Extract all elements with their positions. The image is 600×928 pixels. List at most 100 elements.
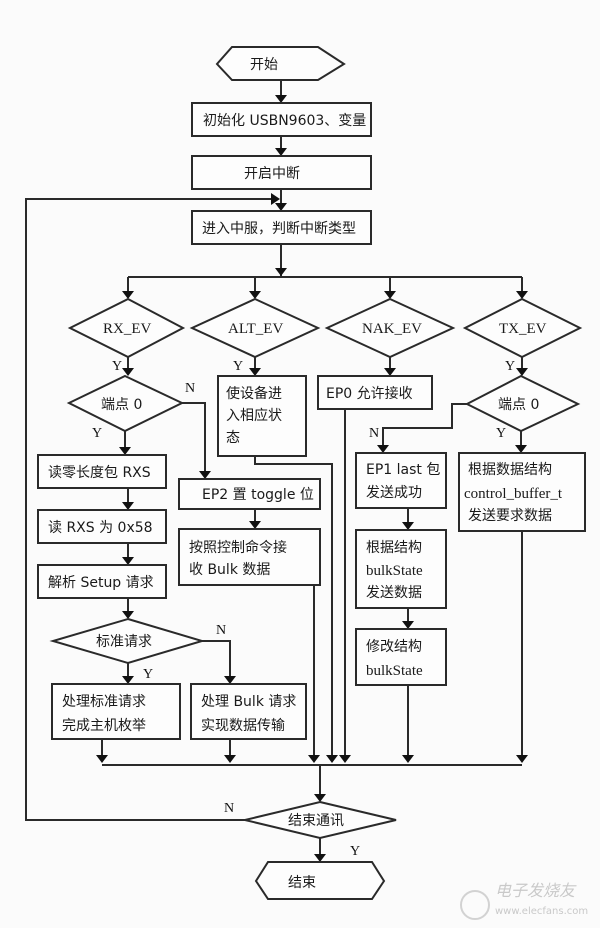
arrow-head xyxy=(122,557,134,565)
enable-interrupt-process: 开启中断 xyxy=(191,155,372,190)
arrow-head xyxy=(249,521,261,529)
bulk-send-line3: 发送数据 xyxy=(366,585,422,601)
read-rxs-label: 读 RXS 为 0x58 xyxy=(48,519,153,536)
ep2-toggle-process: EP2 置 toggle 位 xyxy=(178,478,321,510)
handle-standard-line1: 处理标准请求 xyxy=(62,694,146,710)
arrow-head xyxy=(515,445,527,453)
arrow-head xyxy=(326,755,338,763)
read-rxs-process: 读 RXS 为 0x58 xyxy=(37,509,167,544)
watermark-name: 电子发烧友 xyxy=(495,881,577,900)
parse-setup-label: 解析 Setup 请求 xyxy=(48,575,154,591)
nak-action-label: EP0 允许接收 xyxy=(326,385,413,402)
arrow-head xyxy=(249,291,261,299)
ep1-last-line2: 发送成功 xyxy=(366,485,422,501)
read-zero-length-label: 读零长度包 RXS xyxy=(48,464,151,481)
alt-ev-label: ALT_EV xyxy=(228,321,283,337)
arrow-head xyxy=(271,193,280,205)
arrow-head xyxy=(314,794,326,802)
arrow-head xyxy=(224,755,236,763)
bulk-send-process: 根据结构 bulkState 发送数据 xyxy=(355,529,447,609)
arrow-head xyxy=(122,676,134,684)
end-communication-decision: 结束通讯 xyxy=(244,800,397,840)
arrow-head xyxy=(516,755,528,763)
arrow-head xyxy=(119,447,131,455)
watermark-url: www.elecfans.com xyxy=(495,906,588,917)
nak-ev-decision: NAK_EV xyxy=(324,297,456,359)
yes-label: Y xyxy=(92,426,102,441)
init-label: 初始化 USBN9603、变量 xyxy=(203,112,366,129)
tx-ev-label: TX_EV xyxy=(499,321,547,337)
tx-endpoint0-decision: 端点 0 xyxy=(464,374,581,433)
yes-label: Y xyxy=(143,667,153,682)
yes-label: Y xyxy=(112,359,122,374)
yes-label: Y xyxy=(233,359,243,374)
enter-isr-label: 进入中服，判断中断类型 xyxy=(202,221,356,237)
yes-label: Y xyxy=(496,426,506,441)
bulk-modify-line2: bulkState xyxy=(366,663,423,679)
ep2-toggle-label: EP2 置 toggle 位 xyxy=(202,487,314,503)
bulk-modify-process: 修改结构 bulkState xyxy=(355,628,447,686)
arrow-head xyxy=(122,368,134,376)
tx-endpoint0-label: 端点 0 xyxy=(498,397,539,413)
enable-interrupt-label: 开启中断 xyxy=(244,166,300,182)
no-label: N xyxy=(369,426,379,441)
arrow-head xyxy=(384,368,396,376)
ctrl-send-line3: 发送要求数据 xyxy=(468,508,552,524)
arrow-head xyxy=(339,755,351,763)
arrow-head xyxy=(96,755,108,763)
no-label: N xyxy=(224,801,234,816)
rx-ev-label: RX_EV xyxy=(103,321,152,337)
rx-endpoint0-decision: 端点 0 xyxy=(66,374,185,433)
arrow-head xyxy=(249,368,261,376)
arrow-head xyxy=(402,621,414,629)
init-process: 初始化 USBN9603、变量 xyxy=(191,102,372,137)
parse-setup-process: 解析 Setup 请求 xyxy=(37,564,167,599)
arrow-head xyxy=(402,755,414,763)
start-label: 开始 xyxy=(250,57,278,73)
watermark: 电子发烧友 www.elecfans.com xyxy=(460,881,588,920)
start-terminator: 开始 xyxy=(215,46,346,81)
arrow-head xyxy=(308,755,320,763)
control-buffer-send-process: 根据数据结构 control_buffer_t 发送要求数据 xyxy=(458,452,586,532)
read-zero-length-process: 读零长度包 RXS xyxy=(37,454,167,489)
arrow-head xyxy=(516,368,528,376)
handle-bulk-request-process: 处理 Bulk 请求 实现数据传输 xyxy=(190,683,307,740)
watermark-logo-icon xyxy=(460,890,490,920)
end-terminator: 结束 xyxy=(254,861,386,900)
arrow-head xyxy=(516,291,528,299)
alt-ev-decision: ALT_EV xyxy=(189,297,321,359)
handle-standard-request-process: 处理标准请求 完成主机枚举 xyxy=(51,683,181,740)
arrow-head xyxy=(377,445,389,453)
ep1-last-line1: EP1 last 包 xyxy=(366,462,440,478)
handle-standard-line2: 完成主机枚举 xyxy=(62,718,146,734)
arrow-head xyxy=(314,854,326,862)
handle-bulk-line1: 处理 Bulk 请求 xyxy=(201,694,296,710)
ctrl-send-line2: control_buffer_t xyxy=(464,486,563,502)
no-label: N xyxy=(185,381,195,396)
arrow-head xyxy=(275,148,287,156)
arrow-head xyxy=(122,502,134,510)
ctrl-send-line1: 根据数据结构 xyxy=(468,462,552,478)
loop-back-line xyxy=(25,198,271,821)
handle-bulk-line2: 实现数据传输 xyxy=(201,718,285,734)
arrow-head xyxy=(402,522,414,530)
bulk-send-line2: bulkState xyxy=(366,563,423,579)
rx-ev-decision: RX_EV xyxy=(67,297,186,359)
end-label: 结束 xyxy=(288,875,316,891)
end-communication-label: 结束通讯 xyxy=(288,813,344,829)
alt-action-process: 使设备进 入相应状 态 xyxy=(217,375,307,457)
arrow-head xyxy=(122,291,134,299)
bulk-modify-line1: 修改结构 xyxy=(366,639,422,655)
arrow-head xyxy=(275,203,287,211)
arrow-head xyxy=(275,95,287,103)
bulk-receive-line1: 按照控制命令接 xyxy=(189,539,287,556)
arrow-head xyxy=(384,291,396,299)
enter-isr-process: 进入中服，判断中断类型 xyxy=(191,210,372,245)
tx-ev-decision: TX_EV xyxy=(462,297,583,359)
alt-action-line3: 态 xyxy=(226,430,240,446)
yes-label: Y xyxy=(505,359,515,374)
arrow-head xyxy=(275,268,287,276)
nak-ev-label: NAK_EV xyxy=(362,321,422,337)
no-label: N xyxy=(216,623,226,638)
